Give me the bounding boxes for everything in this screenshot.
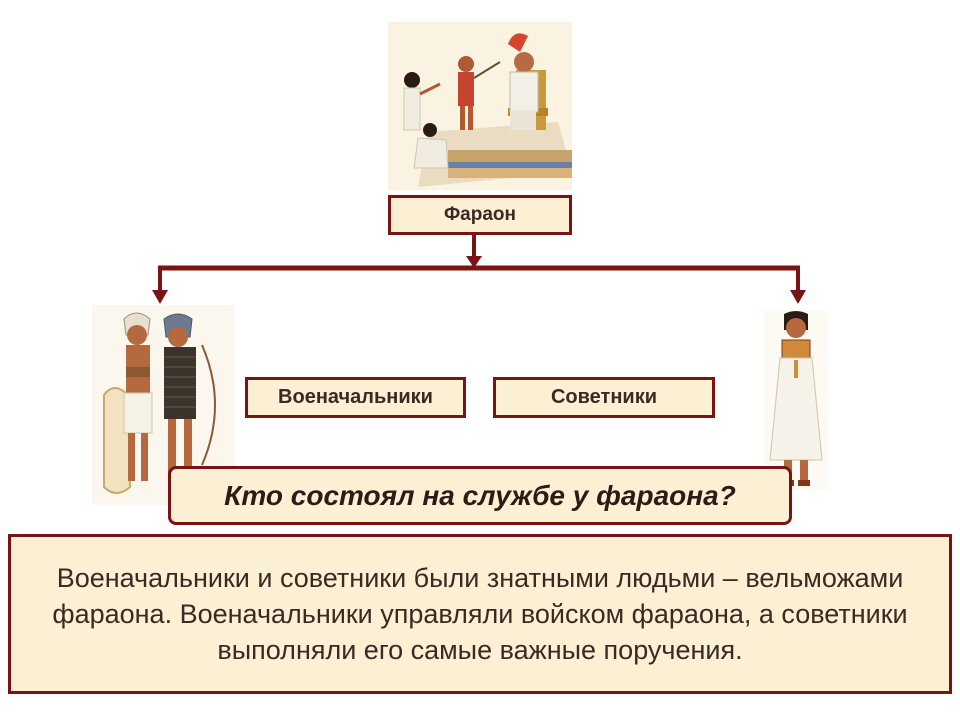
question-box: Кто состоял на службе у фараона?	[168, 466, 792, 525]
pharaoh-node: Фараон	[388, 195, 572, 235]
advisors-node: Советники	[493, 377, 715, 418]
generals-node: Военачальники	[245, 377, 466, 418]
pharaoh-throne-scene-image	[388, 22, 572, 190]
answer-box: Военачальники и советники были знатными …	[8, 534, 952, 694]
advisor-figure-image	[764, 310, 828, 490]
soldiers-figure-image	[92, 305, 234, 505]
